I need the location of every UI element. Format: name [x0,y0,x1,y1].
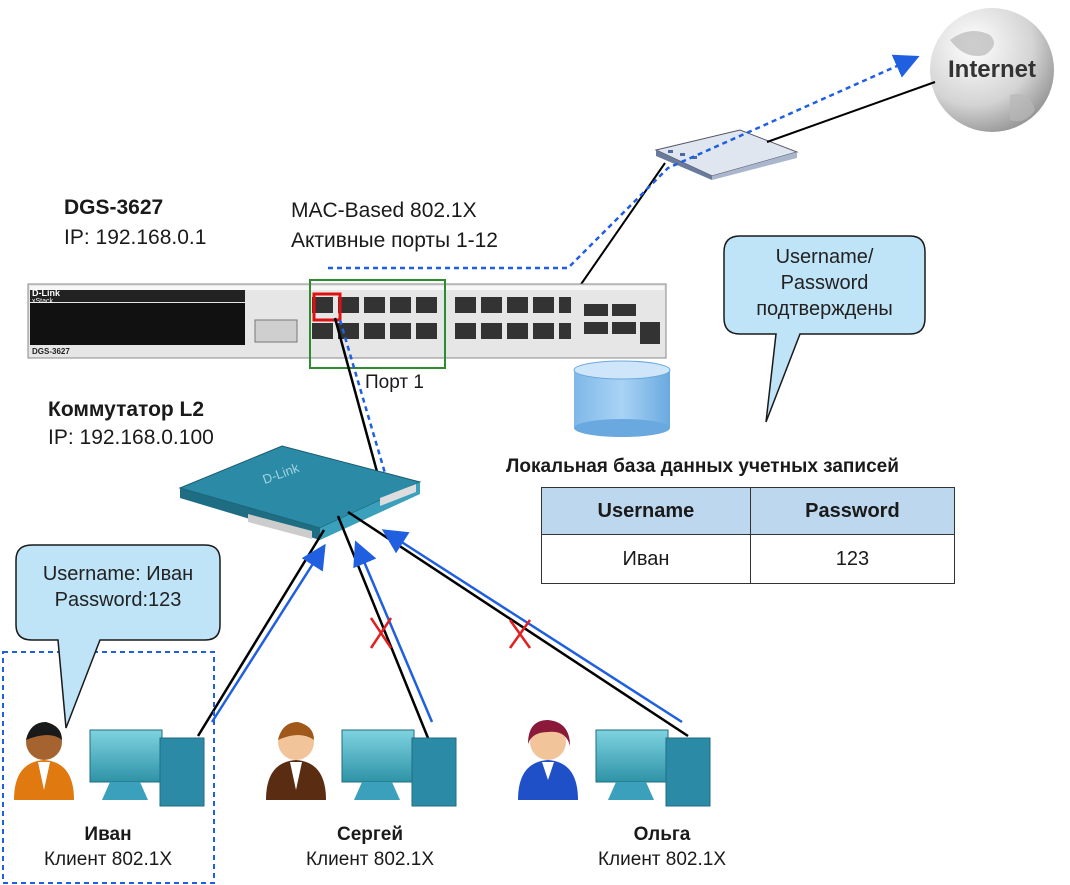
ivan-flow-arrow [210,543,326,723]
client-ivan-label: Иван Клиент 802.1X [8,822,208,872]
client-bubble-line1: Username: Иван [42,563,194,585]
core-switch-model-small: DGS-3627 [32,347,70,356]
computer-olga-icon [595,729,711,807]
access-switch-name: Коммутатор L2 [48,398,205,421]
active-ports-label: Активные порты 1-12 [291,229,498,252]
person-ivan-icon [14,722,74,800]
access-switch-ip: IP: 192.168.0.100 [48,426,214,449]
sergey-deny-icon [369,617,393,649]
core-switch-brand-label: D-Link [32,288,60,298]
computer-sergey-icon [341,729,457,807]
column-header-password: Password [749,487,956,535]
server-bubble-text: Username/ Password подтверждены [724,244,925,322]
server-bubble [723,235,926,423]
internet-label: Internet [947,56,1036,83]
client-olga-role: Клиент 802.1X [597,849,727,870]
server-bubble-line1: Username/ [775,246,874,268]
core-switch-model: DGS-3627 [64,196,164,219]
internet-globe-icon [930,8,1054,132]
client-bubble [15,544,221,729]
client-sergey-label: Сергей Клиент 802.1X [270,822,470,872]
router-icon [654,129,799,180]
auth-flow-path [328,54,920,270]
client-bubble-text: Username: Иван Password:123 [16,561,220,613]
core-switch-ip: IP: 192.168.0.1 [64,226,207,249]
switch-router-link [567,162,666,304]
client-bubble-line2: Password:123 [54,589,182,611]
olga-flow-arrow [381,529,683,724]
client-sergey-name: Сергей [336,824,404,845]
cell-password: 123 [749,534,956,584]
ivan-selection-box [2,651,215,884]
client-ivan-name: Иван [84,824,132,845]
database-title: Локальная база данных учетных записей [506,456,899,477]
auth-mode-label: MAC-Based 802.1X [291,199,477,222]
client-olga-name: Ольга [633,824,691,845]
sergey-flow-arrow [353,540,434,723]
client-olga-label: Ольга Клиент 802.1X [562,822,762,872]
computer-ivan-icon [89,729,205,807]
accounts-table: Username Password Иван 123 [541,487,956,584]
table-row: Иван 123 [541,534,956,584]
active-ports-box [309,279,446,369]
port1-uplink-flow [338,319,389,481]
person-sergey-icon [266,722,326,800]
server-bubble-line3: подтверждены [756,298,893,320]
client-ivan-role: Клиент 802.1X [43,849,173,870]
person-olga-icon [518,720,578,800]
port1-uplink [333,317,384,491]
core-switch-series-label: xStack [32,298,54,305]
client-sergey-role: Клиент 802.1X [305,849,435,870]
core-switch-icon [27,279,667,369]
router-internet-link [766,81,936,143]
server-bubble-line2: Password [780,272,869,294]
port-1-label: Порт 1 [365,372,424,393]
cell-username: Иван [541,534,751,584]
database-icon [573,360,671,437]
access-switch-icon [178,445,422,540]
port-1-highlight [312,292,342,322]
olga-deny-icon [508,619,532,649]
column-header-username: Username [541,487,751,535]
